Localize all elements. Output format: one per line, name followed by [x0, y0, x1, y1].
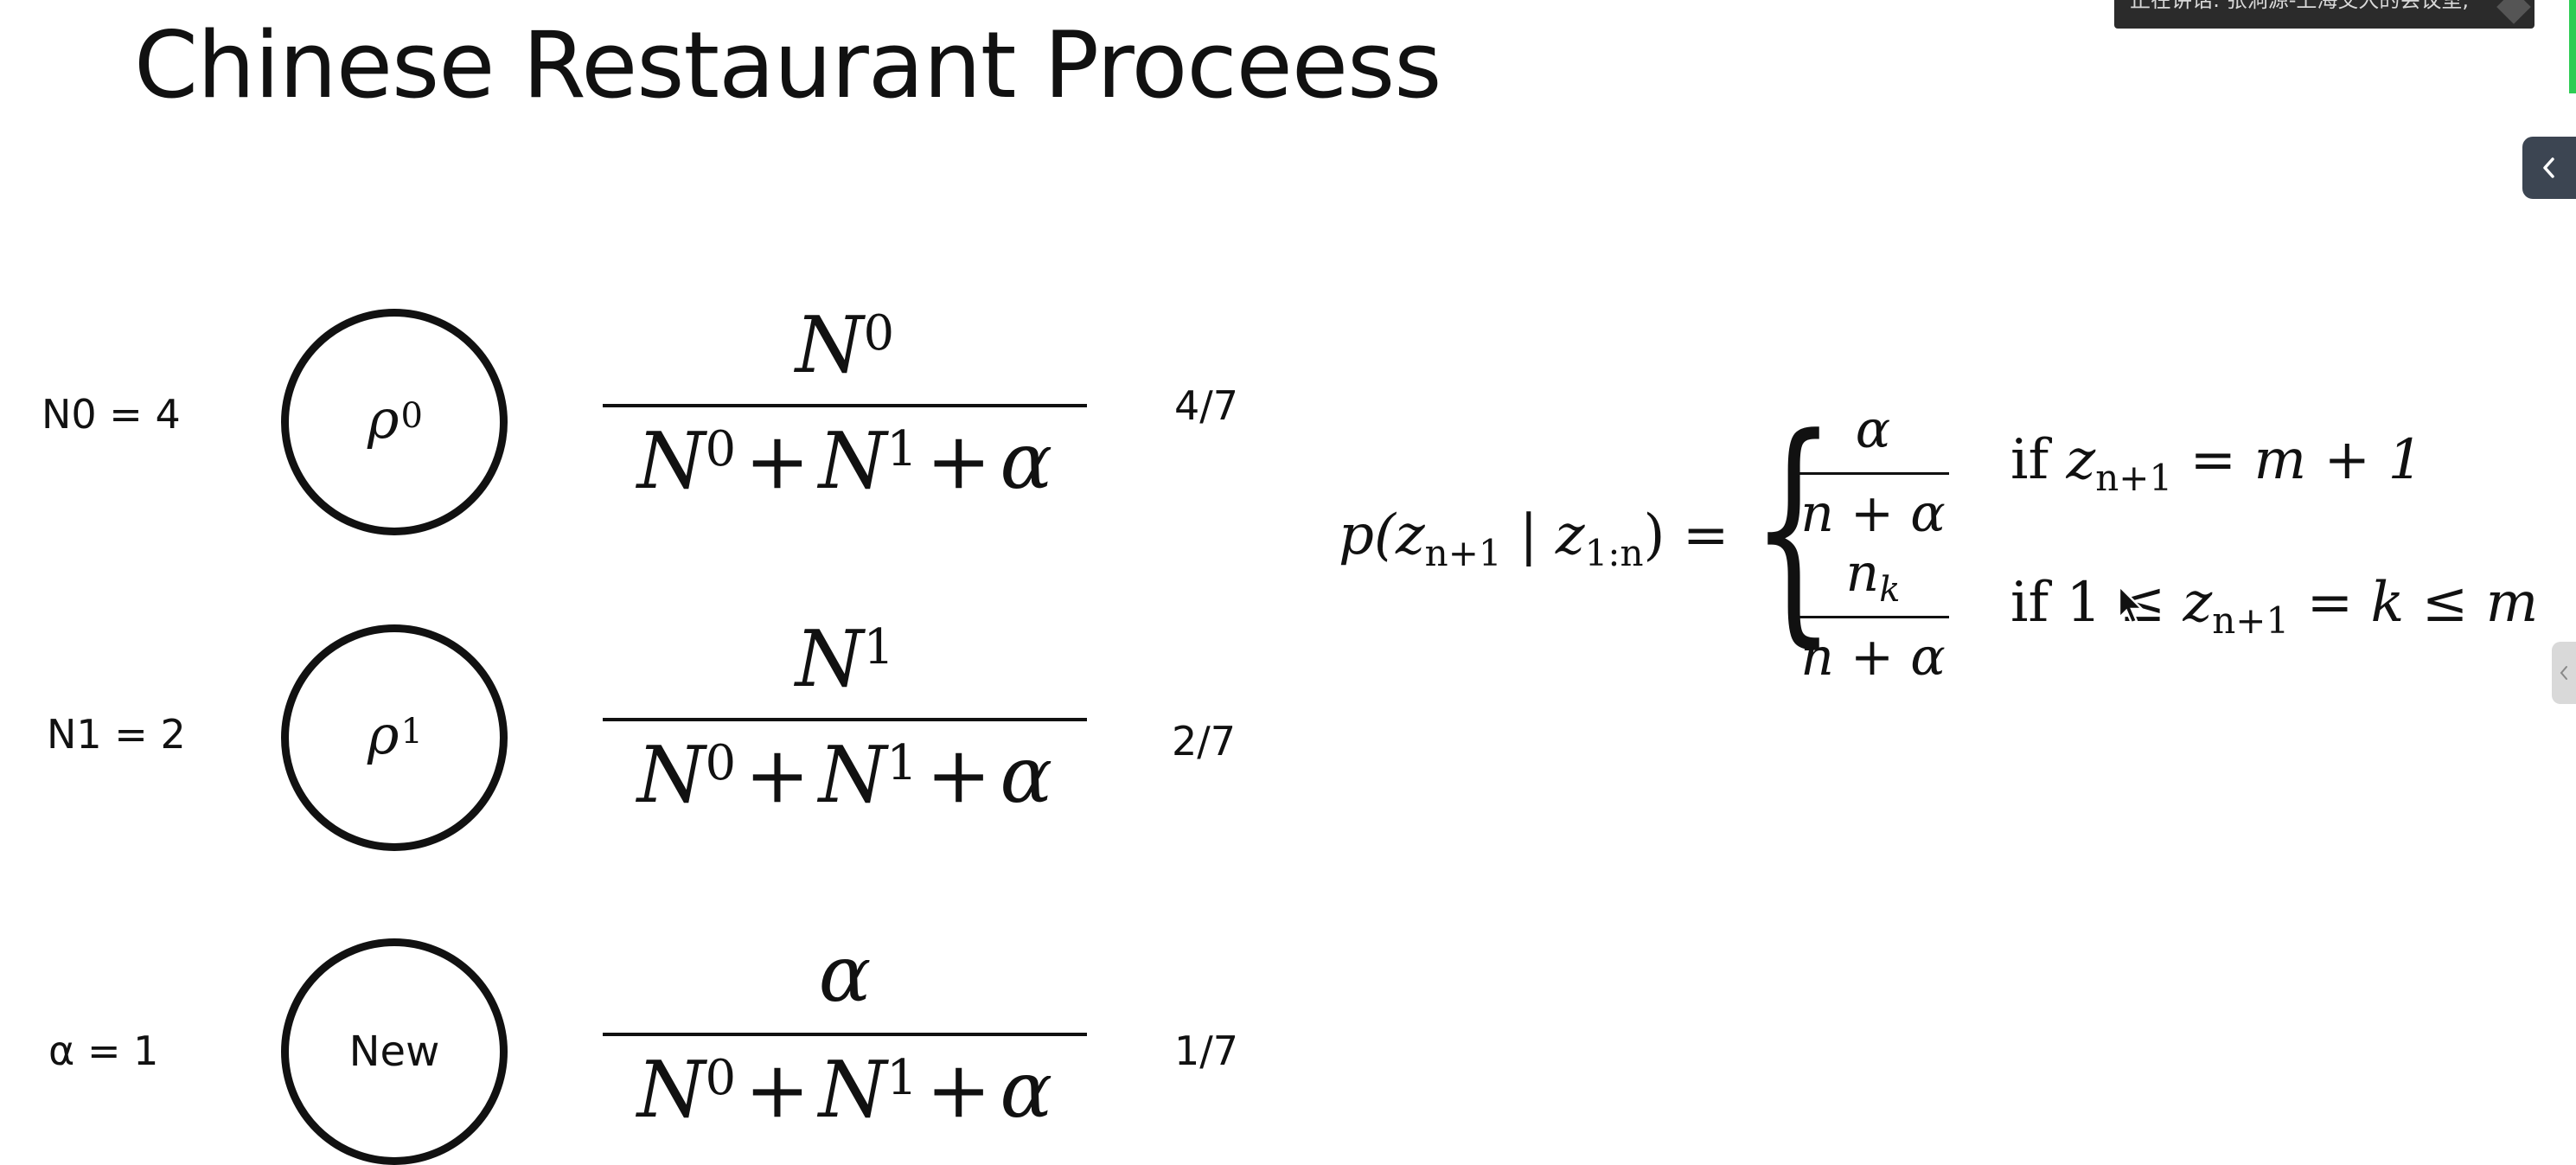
fraction-bar — [603, 718, 1087, 721]
formula-case1-condition: if zn+1 = m + 1 — [2010, 428, 2424, 499]
chevron-left-icon — [2543, 157, 2554, 178]
chevron-left-icon — [2560, 666, 2567, 680]
side-panel-handle[interactable] — [2552, 642, 2576, 704]
fraction-table-1: N1 N0+N1+α — [603, 621, 1087, 815]
fraction-denominator: N0+N1+α — [636, 1045, 1053, 1136]
formula-case2-condition: if 1 ≤ zn+1 = k ≤ m — [2010, 571, 2539, 642]
probability-0: 4/7 — [1174, 382, 1239, 429]
mouse-cursor-icon — [2118, 585, 2145, 624]
fraction-bar — [603, 1033, 1087, 1036]
slide-title: Chinese Restaurant Proceess — [134, 12, 1442, 118]
formula-brace: { — [1751, 387, 1836, 669]
probability-new: 1/7 — [1174, 1027, 1239, 1074]
meeting-speaker-banner[interactable]: 正在讲话: 张洞源-上海交大的会议室; — [2114, 0, 2534, 29]
new-table-label: New — [348, 1027, 440, 1076]
row-label-n0: N0 = 4 — [42, 391, 181, 438]
table-circle-0: ρ0 — [281, 309, 508, 535]
fraction-denominator: N0+N1+α — [636, 416, 1053, 507]
row-label-alpha: α = 1 — [48, 1027, 159, 1074]
collapse-panel-button[interactable] — [2522, 137, 2576, 199]
row-label-n1: N1 = 2 — [47, 711, 186, 758]
fraction-denominator: N0+N1+α — [636, 730, 1053, 821]
probability-1: 2/7 — [1172, 718, 1237, 765]
table-circle-new: New — [281, 938, 508, 1165]
fraction-new-table: α N0+N1+α — [603, 936, 1087, 1130]
banner-toggle-icon[interactable] — [2496, 0, 2531, 24]
formula-case2-fraction: nk n + α — [1797, 543, 1949, 688]
fraction-table-0: N0 N0+N1+α — [603, 307, 1087, 501]
speaking-indicator — [2569, 0, 2576, 93]
table-symbol: ρ0 — [368, 387, 423, 451]
table-symbol: ρ1 — [368, 702, 423, 766]
table-circle-1: ρ1 — [281, 624, 508, 851]
fraction-numerator: N0 — [795, 300, 895, 391]
fraction-numerator: α — [818, 929, 872, 1020]
fraction-bar — [603, 404, 1087, 407]
fraction-numerator: N1 — [795, 614, 895, 705]
formula-case1-fraction: α n + α — [1797, 400, 1949, 544]
speaker-text: 正在讲话: 张洞源-上海交大的会议室; — [2130, 0, 2470, 12]
formula-lhs: p(zn+1 | z1:n) = — [1339, 503, 1729, 574]
